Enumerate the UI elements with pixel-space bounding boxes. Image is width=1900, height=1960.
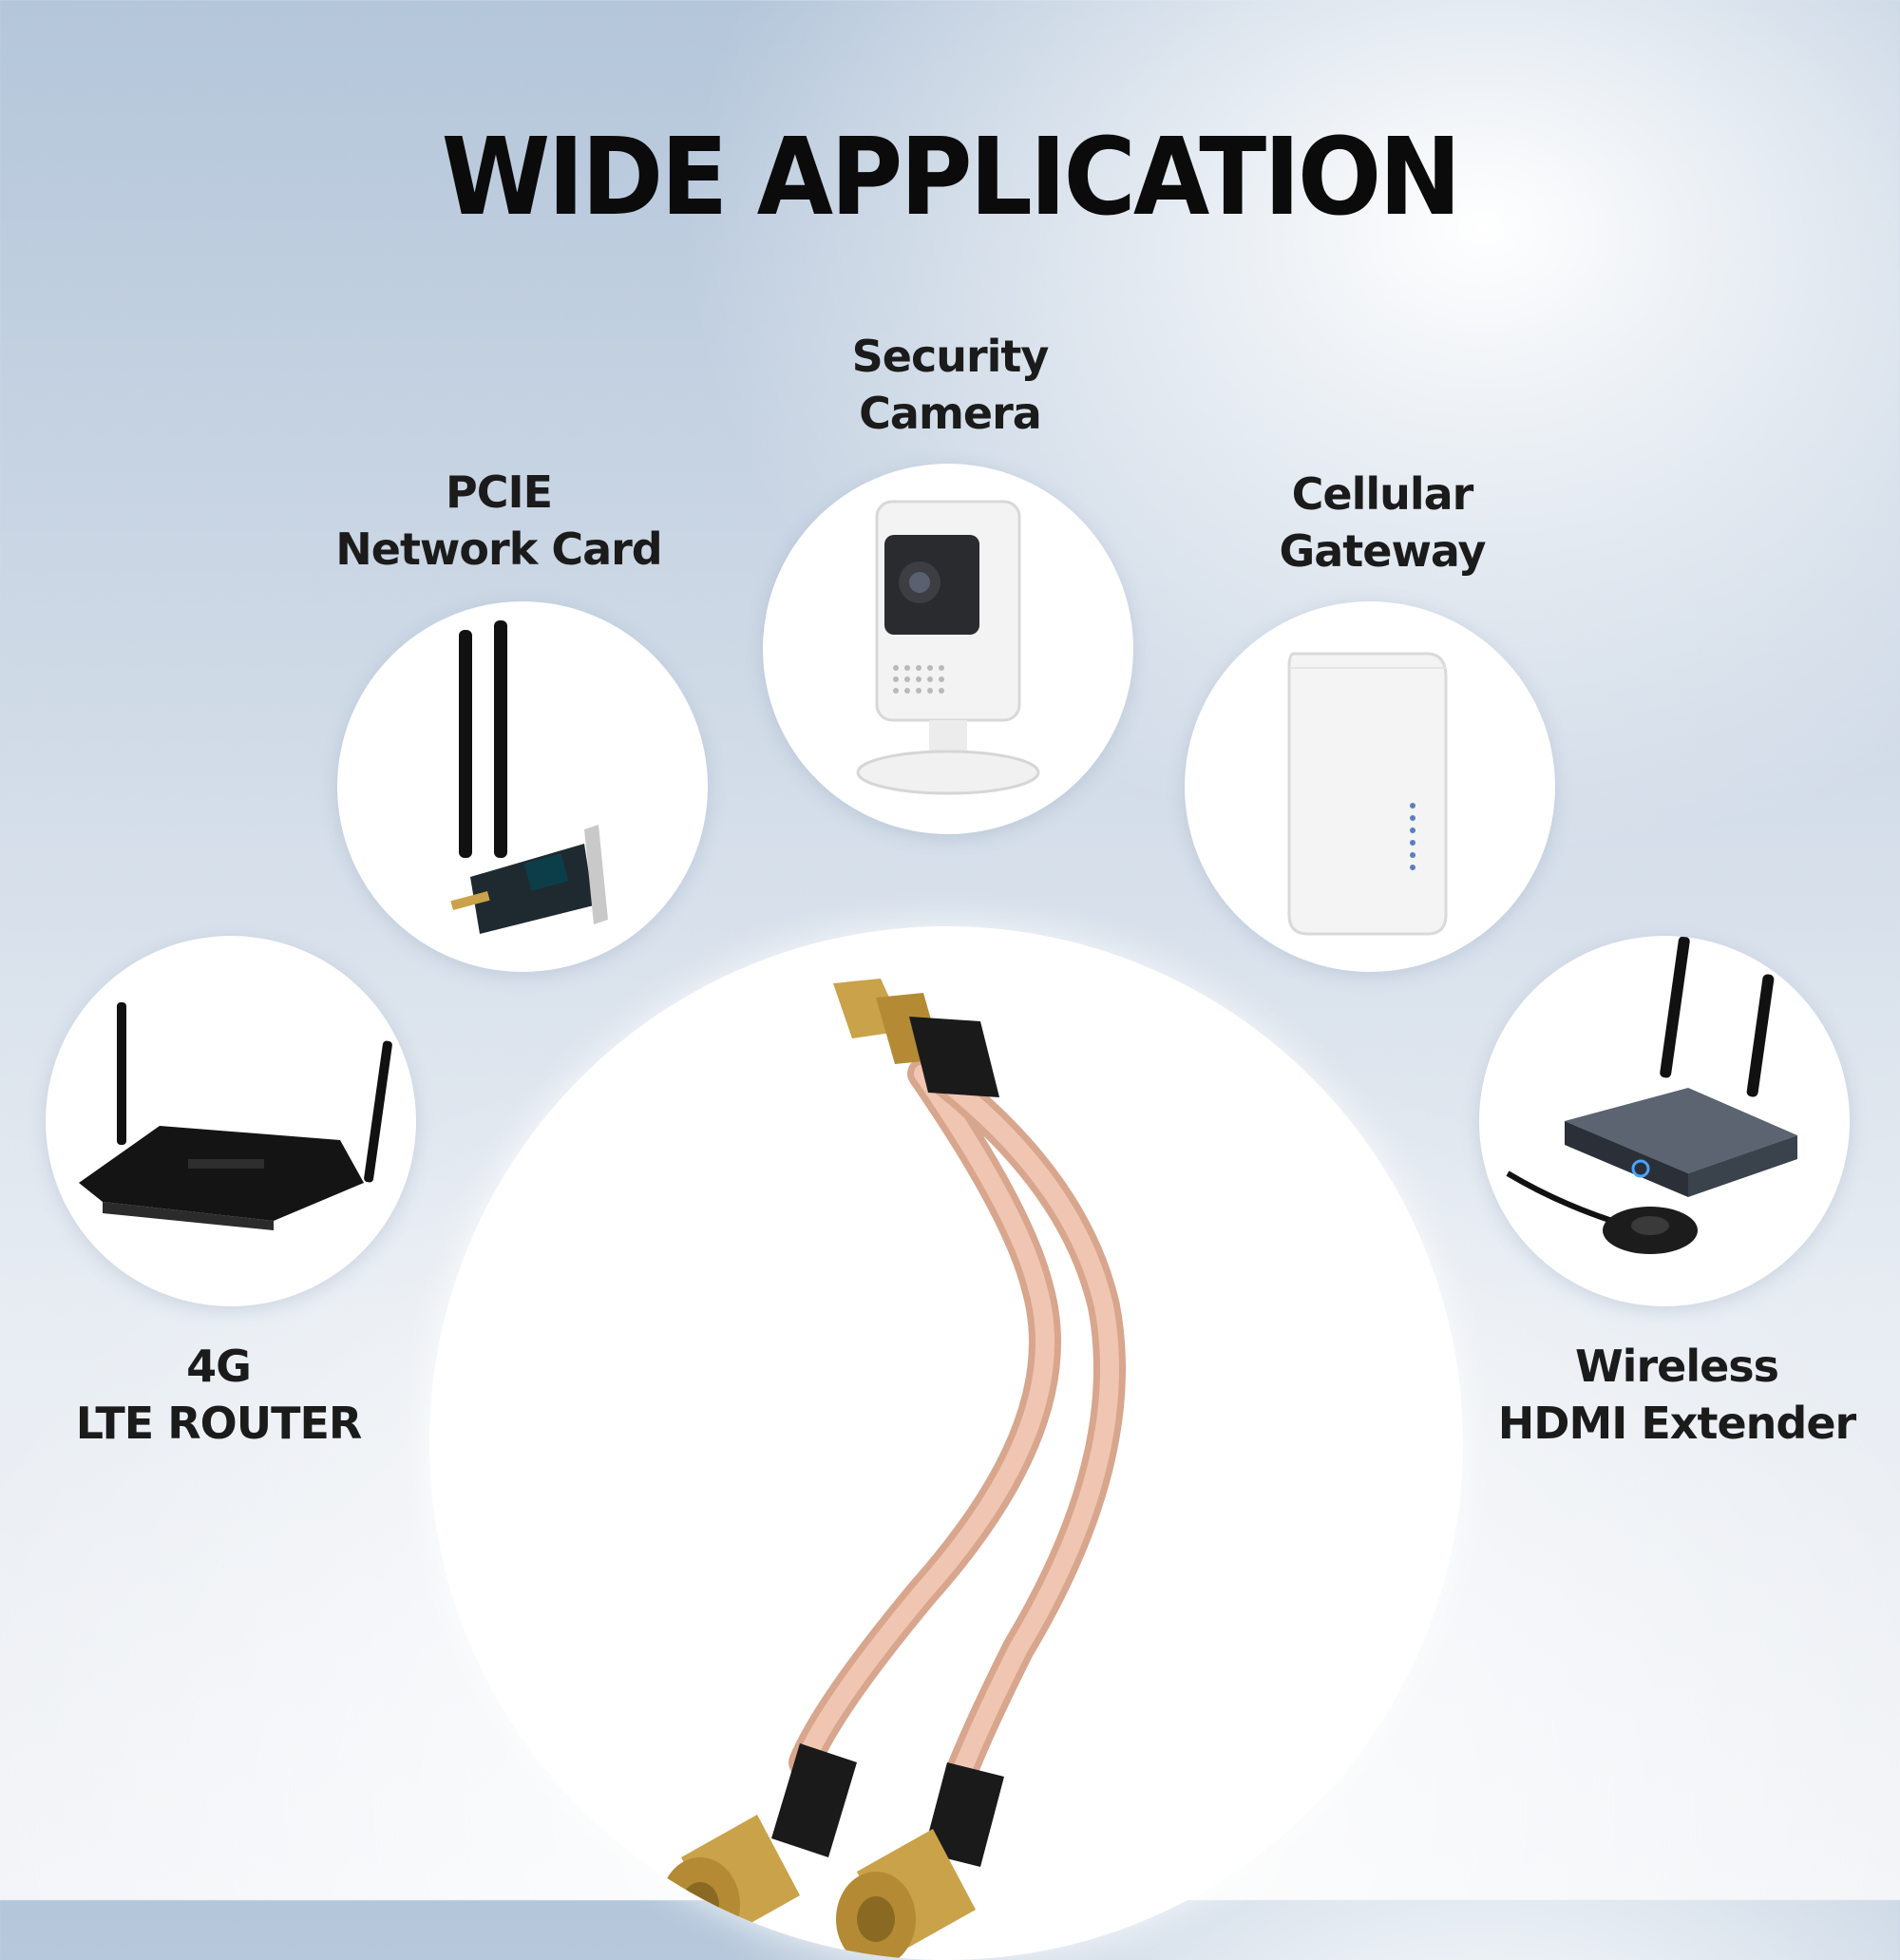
security-camera-circle bbox=[763, 464, 1133, 834]
label-pcie-network-card: PCIE Network Card bbox=[335, 466, 663, 575]
cellular-gateway-circle bbox=[1185, 601, 1555, 972]
cellular-gateway-icon bbox=[1287, 652, 1448, 936]
hdmi-extender-circle bbox=[1479, 936, 1850, 1306]
pcie-network-card-icon bbox=[450, 620, 608, 934]
product-circle bbox=[429, 926, 1463, 1960]
label-cellular-gateway: Cellular Gateway bbox=[1279, 468, 1486, 577]
hdmi-extender-icon bbox=[1506, 936, 1797, 1254]
label-hdmi-extender: Wireless HDMI Extender bbox=[1497, 1341, 1856, 1449]
router-icon bbox=[79, 1002, 392, 1230]
label-lte-router: 4G LTE ROUTER bbox=[75, 1341, 363, 1449]
pcie-card-circle bbox=[337, 601, 708, 972]
label-security-camera: Security Camera bbox=[851, 331, 1050, 439]
security-camera-icon bbox=[856, 500, 1040, 795]
sma-y-splitter-cable-icon bbox=[660, 979, 1126, 1960]
lte-router-circle bbox=[46, 936, 416, 1306]
page-title: WIDE APPLICATION bbox=[441, 114, 1462, 239]
